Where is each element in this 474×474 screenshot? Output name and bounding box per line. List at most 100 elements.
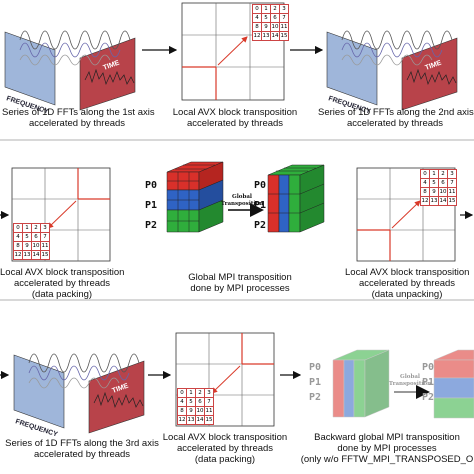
fft-illustration-1: [4, 30, 136, 111]
backward-proc-label-p0: P0: [309, 362, 322, 373]
matrix-cell: 6: [271, 14, 280, 23]
matrix-cell: 5: [262, 14, 271, 23]
matrix-cell: 1: [187, 389, 196, 398]
matrix-cell: 8: [421, 188, 430, 197]
caption-line: (data packing): [194, 454, 256, 465]
matrix-cell: 11: [280, 23, 289, 32]
mpi-cube-before: [166, 161, 224, 233]
matrix-cell: 7: [205, 398, 214, 407]
caption-line: Backward global MPI transposition: [314, 432, 460, 443]
matrix-cell: 5: [430, 179, 439, 188]
caption-avx-pack2: Local AVX block transposition accelerate…: [160, 432, 290, 465]
matrix-cell: 15: [205, 416, 214, 425]
caption-line: accelerated by threads: [13, 278, 111, 289]
matrix-cell: 15: [280, 32, 289, 41]
caption-line: Local AVX block transposition: [0, 267, 125, 278]
caption-line: accelerated by threads: [33, 449, 131, 460]
matrix-cell: 1: [430, 170, 439, 179]
caption-line: Local AVX block transposition: [172, 107, 298, 118]
mpi-arrow-label-1: Global: [232, 194, 252, 200]
avx-unpack-transpose-arrow: [391, 200, 421, 229]
backward-proc-label-p2-after: P2: [422, 392, 435, 403]
backward-proc-label-p1-after: P1: [422, 377, 435, 388]
matrix-cell: 11: [205, 407, 214, 416]
matrix-cell: 13: [23, 251, 32, 260]
matrix-cell: 9: [23, 242, 32, 251]
matrix-cell: 12: [14, 251, 23, 260]
mpi-arrow-label-2: Transposition: [221, 201, 263, 207]
matrix-cell: 6: [196, 398, 205, 407]
matrix-cell: 14: [271, 32, 280, 41]
backward-arrow-label-1: Global: [400, 374, 420, 380]
caption-line: accelerated by threads: [28, 118, 126, 129]
caption-fft-axis2: Series of 1D FFTs along the 2nd axis acc…: [318, 107, 474, 129]
caption-avx-pack: Local AVX block transposition accelerate…: [0, 267, 124, 300]
matrix-cell: 0: [178, 389, 187, 398]
matrix-cell: 11: [41, 242, 50, 251]
matrix-cell: 8: [253, 23, 262, 32]
caption-line: (data unpacking): [371, 289, 443, 300]
matrix-cell: 8: [14, 242, 23, 251]
matrix-cell: 13: [262, 32, 271, 41]
matrix-cell: 4: [421, 179, 430, 188]
backward-proc-label-p1: P1: [309, 377, 322, 388]
backward-cube-before: [332, 349, 390, 418]
caption-line: accelerated by threads: [358, 278, 456, 289]
matrix-cell: 13: [187, 416, 196, 425]
caption-line: (data packing): [31, 289, 93, 300]
proc-label-p0-after: P0: [254, 180, 267, 191]
proc-label-p2: P2: [145, 220, 158, 231]
matrix-cell: 10: [196, 407, 205, 416]
caption-mpi-backward: Backward global MPI transposition done b…: [300, 432, 474, 465]
backward-cube-after: [433, 349, 474, 419]
matrix-cell: 4: [253, 14, 262, 23]
fft-illustration-2: [326, 30, 458, 111]
matrix-cell: 3: [448, 170, 457, 179]
backward-arrow-label-2: Transposition: [389, 381, 431, 387]
matrix-cell: 2: [439, 170, 448, 179]
caption-line: Global MPI transposition: [188, 272, 292, 283]
caption-avx-1: Local AVX block transposition accelerate…: [160, 107, 310, 129]
caption-line: Series of 1D FFTs along the 1st axis: [2, 107, 155, 118]
caption-line: Series of 1D FFTs along the 2nd axis: [318, 107, 474, 118]
matrix-cell: 0: [253, 5, 262, 14]
matrix-cell: 7: [448, 179, 457, 188]
matrix-cell: 3: [41, 224, 50, 233]
matrix-cell: 9: [262, 23, 271, 32]
matrix-cell: 7: [280, 14, 289, 23]
matrix-cell: 15: [448, 197, 457, 206]
mpi-cube-after: [267, 164, 325, 233]
avx-1-transpose-arrow: [217, 36, 248, 66]
matrix-cell: 6: [439, 179, 448, 188]
matrix-cell: 12: [178, 416, 187, 425]
matrix-cell: 12: [421, 197, 430, 206]
matrix-cell: 3: [205, 389, 214, 398]
matrix-cell: 14: [196, 416, 205, 425]
avx-pack2-transpose-arrow: [211, 365, 241, 394]
matrix-cell: 12: [253, 32, 262, 41]
caption-avx-unpack: Local AVX block transposition accelerate…: [345, 267, 469, 300]
caption-mpi-global: Global MPI transposition done by MPI pro…: [165, 272, 315, 294]
matrix-cell: 7: [41, 233, 50, 242]
matrix-cell: 14: [439, 197, 448, 206]
matrix-cell: 9: [187, 407, 196, 416]
caption-line: (only w/o FFTW_MPI_TRANSPOSED_O: [300, 454, 474, 465]
caption-line: Local AVX block transposition: [345, 267, 470, 278]
matrix-cell: 10: [271, 23, 280, 32]
backward-proc-label-p2: P2: [309, 392, 322, 403]
caption-line: accelerated by threads: [186, 118, 284, 129]
matrix-cell: 3: [280, 5, 289, 14]
caption-line: done by MPI processes: [190, 283, 290, 294]
matrix-cell: 5: [187, 398, 196, 407]
matrix-cell: 6: [32, 233, 41, 242]
caption-line: Local AVX block transposition: [162, 432, 288, 443]
matrix-cell: 2: [196, 389, 205, 398]
matrix-cell: 0: [14, 224, 23, 233]
matrix-cell: 0: [421, 170, 430, 179]
caption-line: accelerated by threads: [346, 118, 444, 129]
caption-line: Series of 1D FFTs along the 3rd axis: [5, 438, 159, 449]
